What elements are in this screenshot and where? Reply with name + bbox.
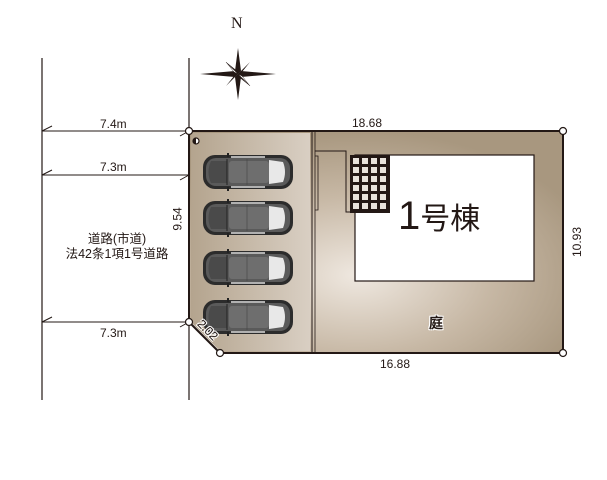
road-width-middle: 7.3m [100,160,127,174]
building-label: 1号棟 [398,196,480,236]
lot-top-edge-length: 18.68 [352,116,383,130]
road-law-label: 法42条1項1号道路 [65,247,169,261]
road-width-dimensions [41,125,190,328]
building-1 [350,154,535,282]
building-suffix: 号棟 [420,203,481,236]
road-width-top: 7.4m [100,117,127,131]
lot-left-edge-length: 9.54 [170,207,185,231]
compass-rose-icon [200,48,276,100]
building-number: 1 [398,194,421,238]
garden-label: 庭 [429,315,443,331]
lot-bottom-edge-length: 16.88 [380,357,411,371]
road-width-bottom: 7.3m [100,326,127,340]
compass-north-label: N [231,15,243,32]
road-label: 道路(市道) 法42条1項1号道路 [50,232,184,262]
road-boundary-lines [41,58,190,400]
lot-right-edge-length: 10.93 [570,226,585,258]
road-type-label: 道路(市道) [87,232,147,246]
